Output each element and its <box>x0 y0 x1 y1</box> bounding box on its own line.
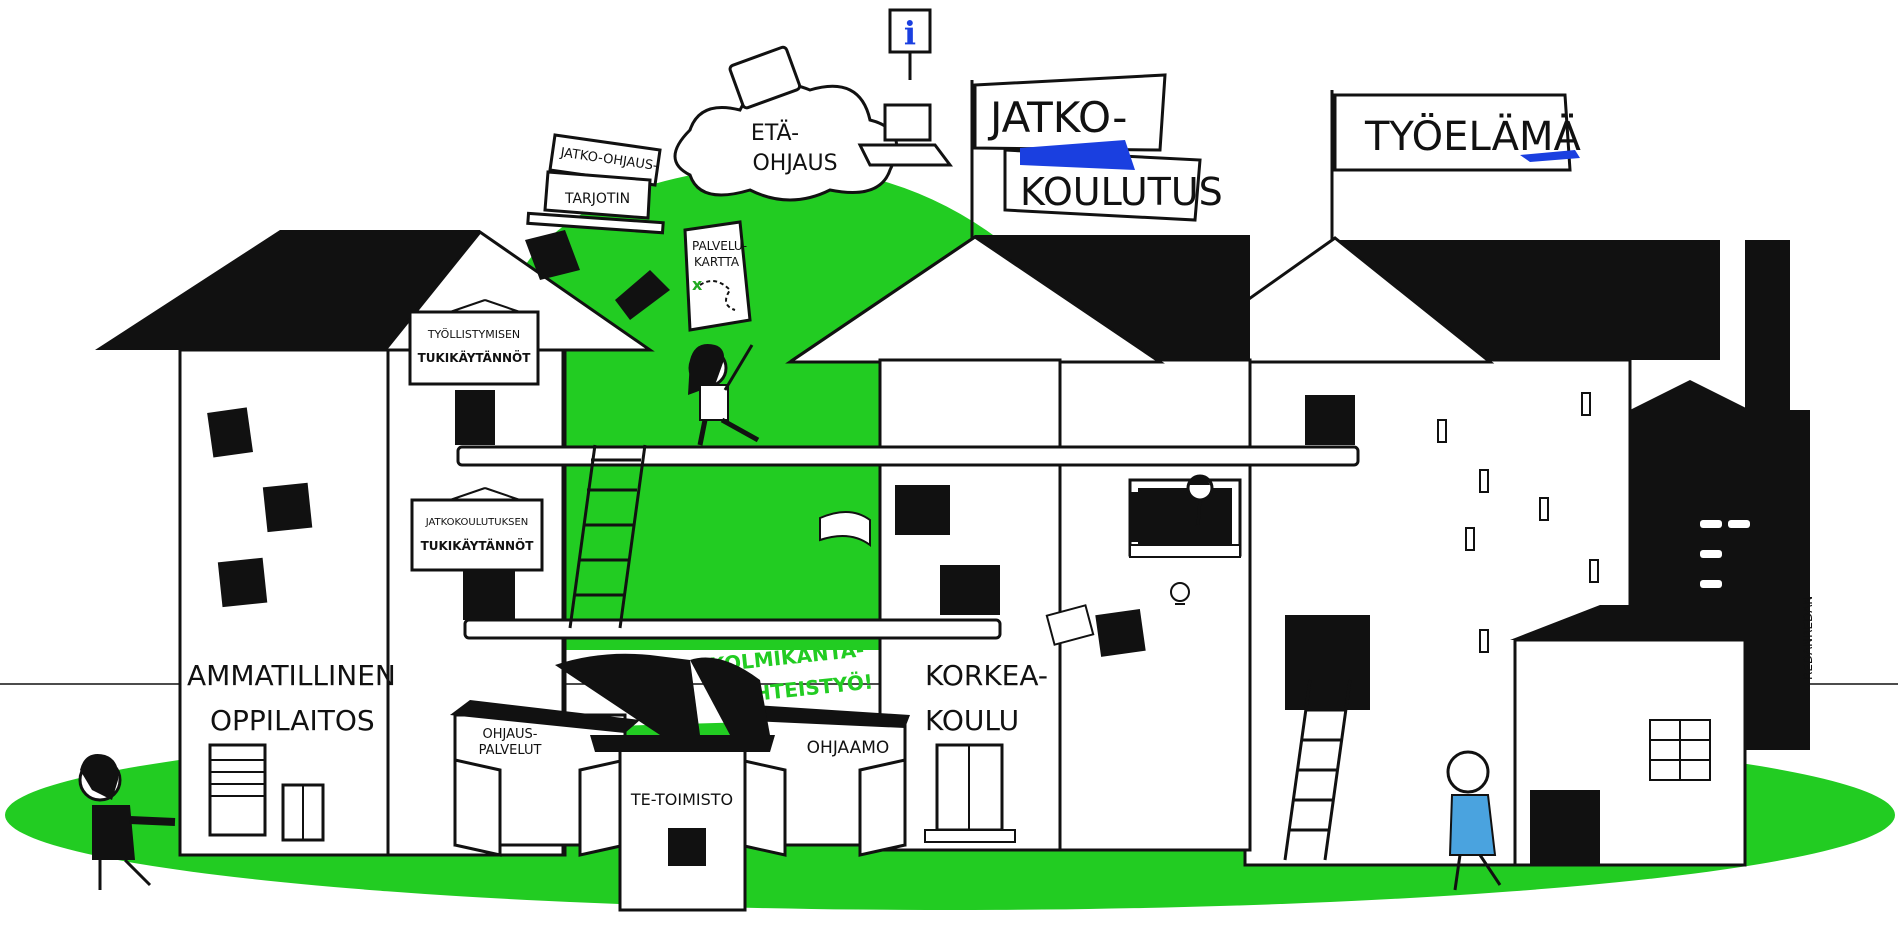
palvelukartta-sign: PALVELU- KARTTA x <box>615 220 752 332</box>
svg-text:x: x <box>692 275 703 294</box>
ohjaamo-label: OHJAAMO <box>807 738 890 758</box>
ammatillinen-label: AMMATILLINEN <box>187 659 396 692</box>
artist-signature: REDANREDAN <box>1801 596 1815 680</box>
jatkokoulutuksen-sign: JATKOKOULUTUKSEN TUKIKÄYTÄNNÖT <box>410 487 544 572</box>
tukikaytannot-label-1: TUKIKÄYTÄNNÖT <box>418 350 532 365</box>
oppilaitos-label: OPPILAITOS <box>210 704 375 737</box>
flag-label-koulutus: KOULUTUS <box>1020 170 1223 214</box>
laptop-small-icon <box>1045 604 1095 646</box>
tablet-icon <box>728 45 802 110</box>
svg-text:i: i <box>904 14 916 52</box>
tukikaytannot-label-2: TUKIKÄYTÄNNÖT <box>421 538 535 553</box>
lower-walkway <box>463 618 1002 640</box>
eta-label-line1: ETÄ- <box>751 120 799 146</box>
palvelukartta-label-2: KARTTA <box>694 255 740 269</box>
person-walking-left <box>78 754 176 890</box>
jatko-ohjaus-tarjotin-sign: JATKO-OHJAUS- TARJOTIN <box>525 133 665 280</box>
upper-walkway <box>456 445 1360 467</box>
eta-label-line2: OHJAUS <box>752 151 837 176</box>
koulu-label: KOULU <box>925 704 1019 737</box>
korkea-label: KORKEA- <box>925 659 1048 692</box>
wall-hands <box>207 407 1146 657</box>
palvelukartta-label-1: PALVELU- <box>692 239 747 253</box>
te-toimisto-label: TE-TOIMISTO <box>630 790 733 809</box>
person-on-walkway <box>688 344 760 446</box>
laptop-icon <box>857 103 953 167</box>
person-in-window <box>1183 474 1216 543</box>
jatkokoulutuksen-label: JATKOKOULUTUKSEN <box>425 517 529 528</box>
eta-ohjaus-cloud: ETÄ- OHJAUS i <box>673 8 953 202</box>
tyoelama-flag: TYÖELÄMÄ <box>1330 90 1582 240</box>
flag-label-tyoelama: TYÖELÄMÄ <box>1364 112 1582 160</box>
ladder-main <box>568 444 647 629</box>
ladder-tyoelama <box>1283 679 1352 861</box>
tyollistymisen-label: TYÖLLISTYMISEN <box>427 328 520 341</box>
tyollistymisen-sign: TYÖLLISTYMISEN TUKIKÄYTÄNNÖT <box>408 299 540 386</box>
person-walking-right <box>1446 750 1502 891</box>
info-icon: i <box>888 8 932 80</box>
flag-label-jatko: JATKO- <box>987 93 1127 142</box>
te-toimisto-hut: TE-TOIMISTO <box>555 653 775 912</box>
ohjauspalvelut-label-2: PALVELUT <box>479 743 542 758</box>
tarjotin-label: TARJOTIN <box>564 191 630 207</box>
book-icon <box>819 511 871 547</box>
jatkokoulutus-flag: JATKO- KOULUTUS <box>970 73 1223 240</box>
ohjauspalvelut-hut: OHJAUS- PALVELUT <box>450 700 640 857</box>
ohjauspalvelut-label-1: OHJAUS- <box>483 727 538 742</box>
lightbulb-icon <box>1170 582 1190 605</box>
korkeakoulu-building <box>785 235 1252 852</box>
